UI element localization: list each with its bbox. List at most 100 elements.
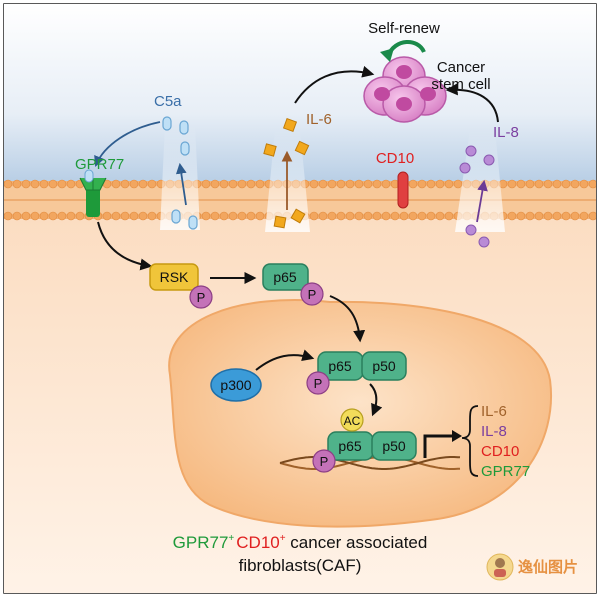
lipid-head [435,211,445,221]
caption-line1: GPR77+CD10+ cancer associated [173,533,428,552]
c5a-to-gpr77-arrow [94,121,161,168]
lipid-head [201,211,211,221]
lipid-head [561,211,571,221]
lipid-head [552,211,562,221]
cancer-stem-cell-label-line1: Cancer [437,59,485,76]
p65-p50-complex: p65 p50 [317,351,407,381]
lipid-head [102,211,112,221]
lipid-head [570,179,580,189]
lipid-head [336,179,346,189]
il6-molecules [263,117,310,229]
rsk-phospho: P [189,285,213,309]
lipid-head [255,179,265,189]
lipid-head [525,211,535,221]
lipid-head [561,179,571,189]
lipid-head [354,179,364,189]
lipid-head [381,179,391,189]
p50-nuclear-label: p50 [372,358,396,374]
p65-cytoplasmic-phospho: P [300,282,324,306]
lipid-head [30,179,40,189]
lipid-head [228,179,238,189]
lipid-head [381,211,391,221]
lipid-head [309,179,319,189]
target-gene-cd10: CD10 [481,443,519,460]
c5a-channel-beam [160,125,200,230]
il6-label: IL-6 [306,111,332,128]
target-gene-il8: IL-8 [481,423,507,440]
lipid-head [417,179,427,189]
lipid-head [534,211,544,221]
lipid-head [570,211,580,221]
lipid-head [336,211,346,221]
lipid-head [39,211,49,221]
lipid-head [309,211,319,221]
lipid-head [345,179,355,189]
lipid-head [12,179,22,189]
p65-dna-label: p65 [338,438,362,454]
lipid-head [57,179,67,189]
il6-to-stem-cell-arrow [294,65,375,104]
lipid-head [111,211,121,221]
lipid-head [120,179,130,189]
rsk-label: RSK [160,269,189,285]
cd10-protein [397,171,409,209]
p65-to-nucleus-arrow [329,295,366,343]
lipid-head [129,211,139,221]
lipid-head [390,211,400,221]
watermark-text: 逸仙图片 [518,558,578,576]
lipid-head [588,179,596,189]
transcription-arrow [423,434,452,458]
lipid-head [408,179,418,189]
lipid-head [66,211,76,221]
lipid-head [75,211,85,221]
lipid-head [363,211,373,221]
lipid-head [210,211,220,221]
lipid-head [444,211,454,221]
lipid-head [543,211,553,221]
lipid-head [120,211,130,221]
p50-dna-label: p50 [382,438,406,454]
lipid-head [21,179,31,189]
ac-label: AC [344,414,361,428]
lipid-head [138,179,148,189]
lipid-head [534,179,544,189]
lipid-head [138,211,148,221]
lipid-head [4,179,13,189]
lipid-head [426,211,436,221]
svg-text:P: P [197,290,206,305]
lipid-head [48,211,58,221]
lipid-head [237,179,247,189]
lipid-head [507,211,517,221]
svg-text:P: P [314,376,323,391]
lipid-head [21,211,31,221]
lipid-head [399,211,409,221]
acetylated-p65-p50-complex: p65 p50 [327,431,417,461]
lipid-head [219,211,229,221]
p300-label: p300 [220,377,251,393]
lipid-head [579,179,589,189]
svg-text:P: P [320,454,329,469]
lipid-head [426,179,436,189]
lipid-head [30,211,40,221]
complex-to-dna-arrow [369,383,383,417]
p65-dna-phospho: P [312,449,336,473]
self-renew-label: Self-renew [368,20,440,37]
lipid-head [129,179,139,189]
lipid-head [246,179,256,189]
il8-to-stem-cell-arrow [445,83,499,123]
lipid-head [228,211,238,221]
lipid-head [66,179,76,189]
lipid-head [552,179,562,189]
lipid-head [255,211,265,221]
lipid-head [525,179,535,189]
gpr77-label: GPR77 [75,156,124,173]
target-gene-gpr77: GPR77 [481,463,530,480]
lipid-head [444,179,454,189]
lipid-head [453,179,463,189]
lipid-head [327,179,337,189]
lipid-head [516,179,526,189]
c5a-label: C5a [154,93,182,110]
lipid-head [210,179,220,189]
lipid-head [354,211,364,221]
